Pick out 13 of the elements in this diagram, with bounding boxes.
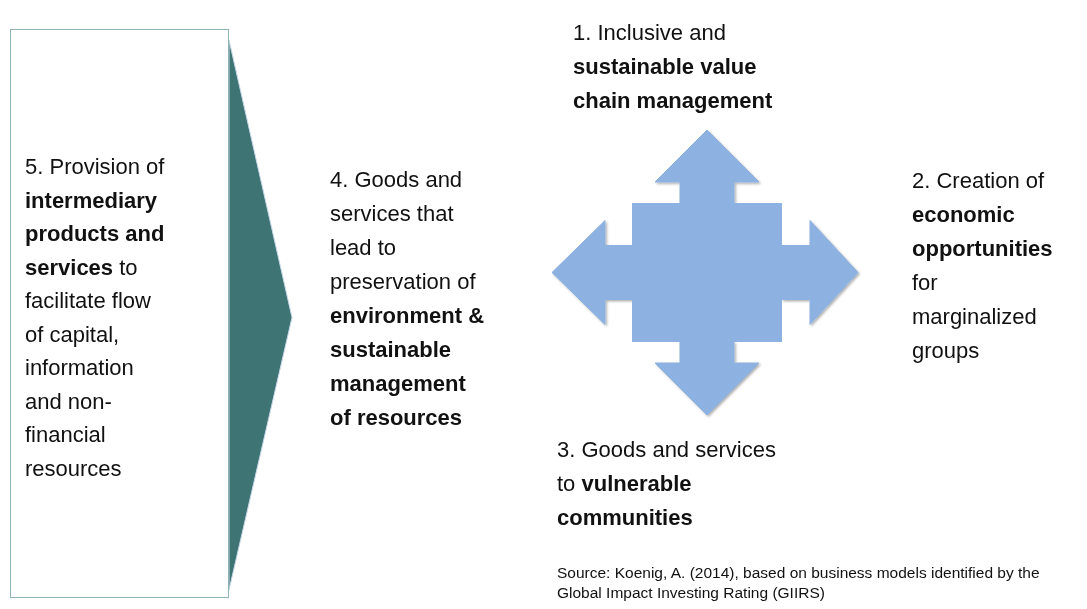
arrow — [781, 220, 859, 325]
center-square — [632, 203, 782, 342]
source-note: Source: Koenig, A. (2014), based on business models identified by the Global Impact Investing Rating (GIIRS) — [557, 563, 1041, 603]
arrow — [654, 341, 760, 416]
node-text: 2. Creation of economic opportunities for marginalized groups — [912, 167, 1054, 365]
chevron-arrow — [228, 39, 293, 591]
arrow — [551, 220, 633, 325]
node-text: 1. Inclusive and sustainable value chain management — [573, 19, 774, 115]
node-text: 4. Goods and services that lead to preservation of environment & sustainable management of resources — [330, 166, 486, 432]
node-text: 5. Provision of intermediary products and services to facilitate flow of capital, information and non-financial resources — [25, 153, 166, 483]
process-box — [10, 29, 229, 598]
node-text: 3. Goods and services to vulnerable communities — [557, 436, 777, 532]
arrow — [654, 129, 760, 204]
